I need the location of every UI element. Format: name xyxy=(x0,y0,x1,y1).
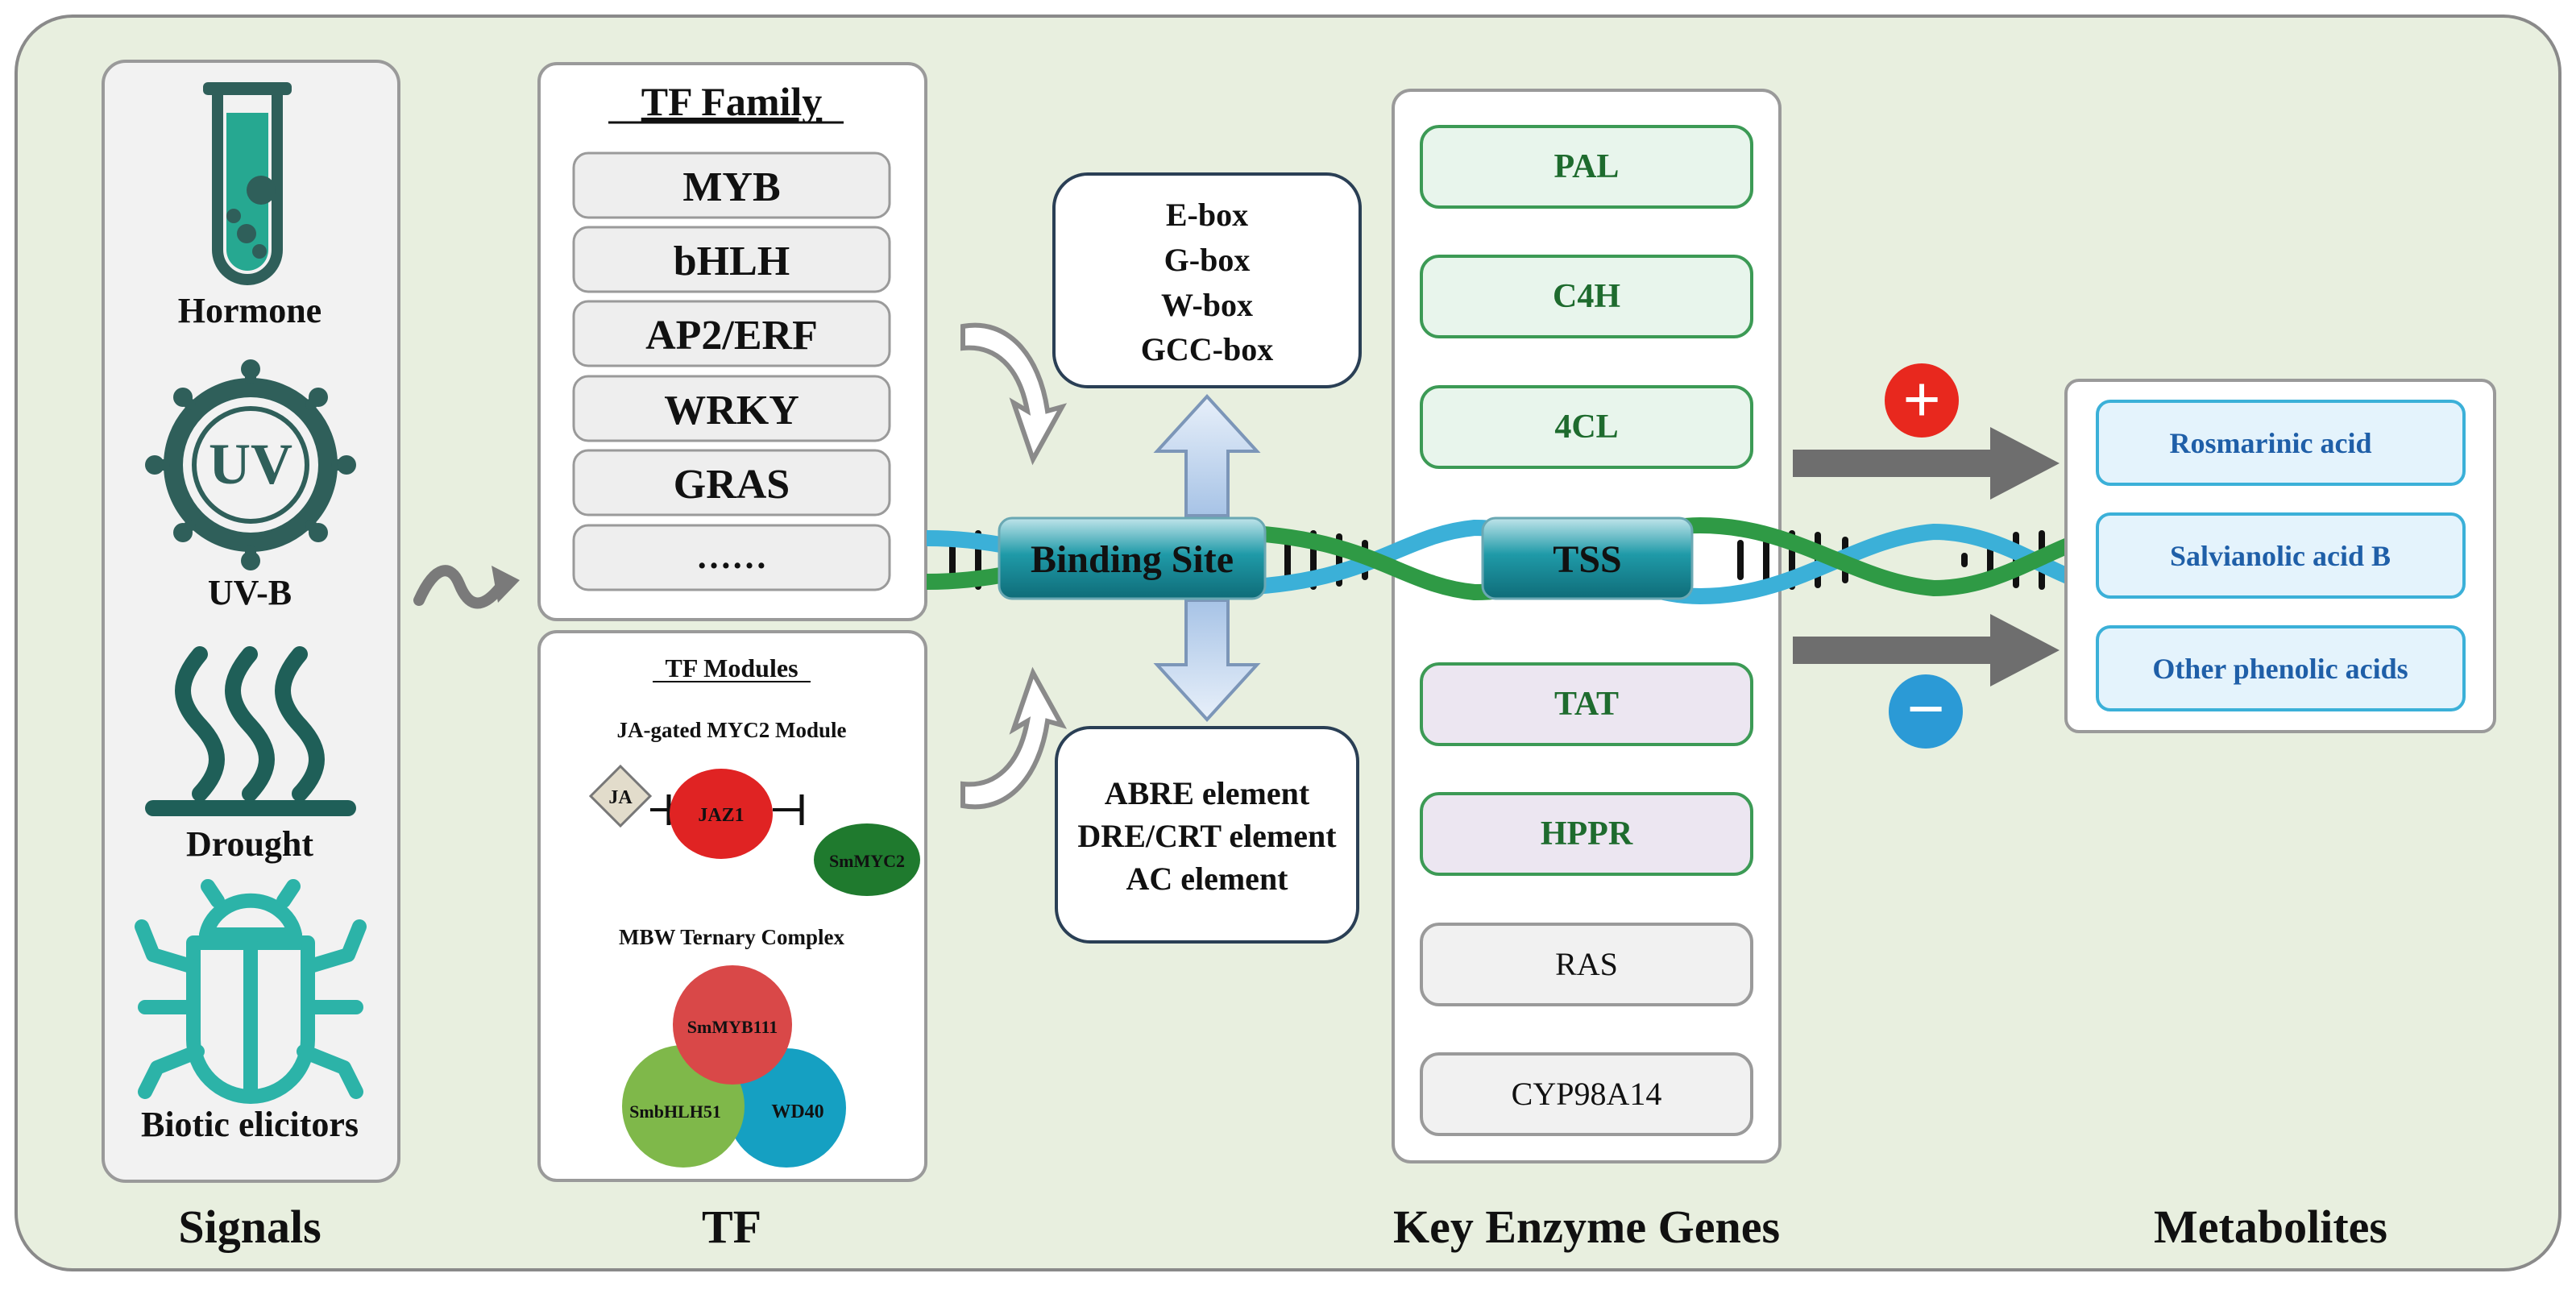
down-regulation-arrow-icon xyxy=(1793,614,2060,686)
enzyme-gene-box: HPPR xyxy=(1420,792,1753,876)
binding-site-label: Binding Site xyxy=(1031,538,1234,581)
svg-text:CYP98A14: CYP98A14 xyxy=(1512,1076,1662,1112)
metabolite-item: Rosmarinic acid xyxy=(2096,400,2466,486)
enzymes-panel: PAL C4H 4CL TAT HPPR RAS CYP98A14 xyxy=(1392,89,1782,1163)
smmyc2-label: SmMYC2 xyxy=(829,851,905,871)
smmyb111-label: SmMYB111 xyxy=(687,1017,778,1037)
curved-arrow-icon xyxy=(960,666,1068,810)
svg-text:RAS: RAS xyxy=(1555,946,1618,982)
section-label-signals: Signals xyxy=(178,1201,321,1253)
uv-sun-icon: UV xyxy=(145,359,356,570)
tf-family-panel: TF Family MYB bHLH AP2/ERF WRKY GRAS …… xyxy=(537,62,927,621)
smmyb111-node xyxy=(673,965,792,1085)
binding-site-cylinder: Binding Site xyxy=(998,516,1267,600)
tf-modules-panel: TF Modules JA-gated MYC2 Module JA JAZ1 … xyxy=(537,630,927,1182)
ja-label: JA xyxy=(608,787,633,808)
curved-arrow-icon xyxy=(960,322,1068,466)
signal-label-drought: Drought xyxy=(186,824,313,864)
enzyme-gene-box: C4H xyxy=(1420,255,1753,338)
svg-text:PAL: PAL xyxy=(1554,148,1620,185)
ja-diamond xyxy=(588,764,653,828)
section-label-enzymes: Key Enzyme Genes xyxy=(1393,1201,1780,1253)
svg-text:AP2/ERF: AP2/ERF xyxy=(645,313,818,359)
enzyme-gene-box: PAL xyxy=(1420,125,1753,209)
upper-elements-box: E-box G-box W-box GCC-box xyxy=(1052,172,1362,388)
enzyme-gene-box: CYP98A14 xyxy=(1420,1052,1753,1136)
svg-text:+: + xyxy=(1902,363,1941,438)
svg-text:Rosmarinic acid: Rosmarinic acid xyxy=(2170,427,2372,459)
uv-icon-text: UV xyxy=(209,432,292,496)
svg-text:C4H: C4H xyxy=(1553,278,1620,315)
jaz1-node xyxy=(670,769,773,859)
svg-text:−: − xyxy=(1906,672,1945,747)
tf-family-item: WRKY xyxy=(572,375,891,442)
minus-icon: − xyxy=(1889,672,1963,749)
svg-text:W-box: W-box xyxy=(1161,287,1253,323)
svg-text:HPPR: HPPR xyxy=(1541,815,1633,852)
svg-text:WRKY: WRKY xyxy=(664,388,799,433)
tf-family-item: bHLH xyxy=(572,226,891,293)
svg-text:……: …… xyxy=(696,537,767,576)
tf-family-item: …… xyxy=(572,524,891,591)
wd40-label: WD40 xyxy=(771,1101,823,1122)
lower-elements-box: ABRE element DRE/CRT element AC element xyxy=(1055,726,1359,944)
svg-text:G-box: G-box xyxy=(1164,242,1251,278)
tss-cylinder: TSS xyxy=(1481,516,1694,600)
jaz1-label: JAZ1 xyxy=(698,805,744,826)
smmyc2-node xyxy=(814,823,920,896)
tss-label: TSS xyxy=(1553,538,1621,581)
up-regulation-arrow-icon xyxy=(1793,427,2060,500)
svg-text:Salvianolic acid B: Salvianolic acid B xyxy=(2170,540,2391,572)
svg-text:4CL: 4CL xyxy=(1554,409,1618,446)
enzyme-gene-box: RAS xyxy=(1420,923,1753,1006)
svg-text:GCC-box: GCC-box xyxy=(1141,331,1273,367)
svg-text:GRAS: GRAS xyxy=(674,462,790,508)
smbhlh51-label: SmbHLH51 xyxy=(629,1101,721,1122)
up-arrow-icon xyxy=(1153,394,1261,517)
signal-label-uvb: UV-B xyxy=(208,573,292,612)
signals-panel: Hormone UV UV-B xyxy=(102,60,400,1183)
enzyme-gene-box: 4CL xyxy=(1420,385,1753,469)
section-label-tf: TF xyxy=(702,1201,761,1253)
section-label-metabolites: Metabolites xyxy=(2154,1201,2387,1253)
enzyme-gene-box: TAT xyxy=(1420,662,1753,746)
heat-waves-icon xyxy=(145,646,356,816)
myc2-module-title: JA-gated MYC2 Module xyxy=(617,718,847,742)
signal-label-biotic: Biotic elicitors xyxy=(141,1105,359,1144)
tf-modules-title: TF Modules xyxy=(665,653,798,682)
metabolite-item: Salvianolic acid B xyxy=(2096,512,2466,599)
svg-text:TAT: TAT xyxy=(1554,686,1619,723)
svg-text:DRE/CRT element: DRE/CRT element xyxy=(1077,818,1337,854)
svg-text:AC element: AC element xyxy=(1126,861,1288,897)
metabolite-item: Other phenolic acids xyxy=(2096,625,2466,711)
plus-icon: + xyxy=(1885,363,1959,438)
tf-family-item: MYB xyxy=(572,151,891,219)
squiggle-arrow-icon xyxy=(413,565,520,609)
down-arrow-icon xyxy=(1153,599,1261,722)
svg-text:ABRE element: ABRE element xyxy=(1105,775,1310,811)
metabolites-panel: Rosmarinic acid Salvianolic acid B Other… xyxy=(2064,379,2496,733)
svg-text:bHLH: bHLH xyxy=(674,239,790,284)
tf-family-item: AP2/ERF xyxy=(572,300,891,367)
svg-text:Other phenolic acids: Other phenolic acids xyxy=(2152,653,2408,685)
mbw-complex-title: MBW Ternary Complex xyxy=(619,925,845,949)
svg-text:E-box: E-box xyxy=(1166,197,1248,233)
beetle-icon xyxy=(135,879,367,1104)
test-tube-icon xyxy=(203,82,292,285)
tf-family-title: TF Family xyxy=(641,79,823,124)
tf-family-item: GRAS xyxy=(572,449,891,516)
signal-label-hormone: Hormone xyxy=(178,291,321,330)
svg-text:MYB: MYB xyxy=(682,164,780,210)
